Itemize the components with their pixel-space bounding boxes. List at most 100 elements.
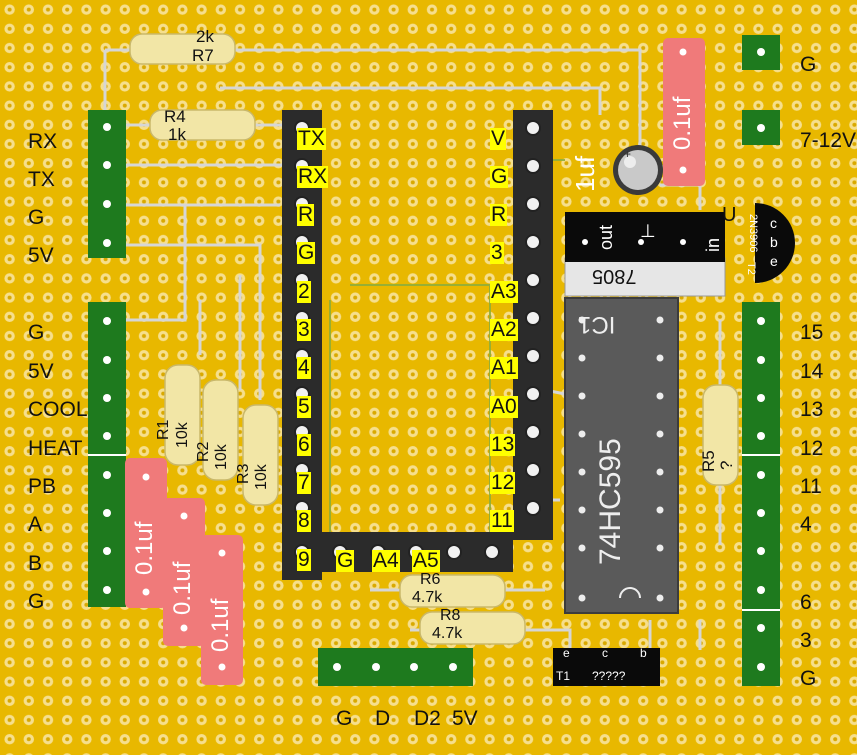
r7-name: R7	[192, 46, 214, 65]
arduino-pin-v: V	[490, 127, 507, 150]
arduino-pin-a5: A5	[412, 549, 440, 572]
resistor-r1	[164, 364, 201, 466]
arduino-pin-tx: TX	[297, 127, 326, 150]
right-label-g: G	[800, 53, 817, 76]
bottom-label-5v: 5V	[452, 707, 478, 730]
bottom-label-g: G	[336, 707, 353, 730]
regulator-gnd: ⊥	[640, 221, 656, 241]
header-bottom	[318, 648, 473, 686]
r1-name: R1	[155, 419, 172, 440]
resistor-r4	[149, 109, 256, 141]
regulator-in: in	[703, 237, 723, 252]
left-label-g3: G	[28, 590, 45, 613]
arduino-pin-3: 3	[297, 318, 311, 341]
arduino-pin-2: 2	[297, 280, 311, 303]
r4-name: R4	[164, 107, 186, 126]
header-left-top	[88, 110, 126, 258]
arduino-pin-g-right: G	[490, 165, 509, 188]
arduino-pin-8: 8	[297, 509, 311, 532]
capacitor-c-label: 0.1uf	[207, 598, 234, 652]
left-label-tx: TX	[28, 168, 55, 191]
left-label-a: A	[28, 513, 43, 536]
left-label-b: B	[28, 552, 43, 575]
left-label-5v2: 5V	[28, 360, 54, 383]
r7-value: 2k	[196, 27, 214, 46]
resistor-r7	[129, 33, 236, 65]
arduino-pin-a3: A3	[490, 280, 518, 303]
t1-ref: T1	[556, 669, 571, 683]
left-label-pb: PB	[28, 475, 57, 498]
arduino-pin-a1: A1	[490, 356, 518, 379]
capacitor-top	[663, 38, 705, 186]
t2-pin-e: e	[770, 253, 778, 269]
r8-name: R8	[440, 607, 461, 624]
r8-value: 4.7k	[432, 625, 463, 642]
resistor-r8	[419, 611, 526, 645]
ic1-part: 74HC595	[594, 438, 627, 565]
right-label-3: 3	[800, 629, 812, 652]
right-label-11: 11	[800, 475, 822, 498]
r5-value: ?	[717, 460, 736, 470]
right-label-6: 6	[800, 591, 812, 614]
header-left-bottom	[88, 302, 126, 607]
r2-value: 10k	[213, 444, 230, 470]
resistor-r3	[242, 404, 279, 506]
r4-value: 1k	[168, 125, 186, 144]
arduino-pin-7: 7	[297, 471, 311, 494]
t1-pin-c: c	[602, 646, 608, 660]
right-label-vin: 7-12V	[800, 129, 857, 152]
capacitor-a	[125, 458, 167, 608]
capacitor-top-label: 0.1uf	[669, 96, 696, 150]
arduino-pin-3-right: 3	[490, 241, 504, 264]
r1-value: 10k	[174, 422, 191, 448]
right-label-12: 12	[800, 437, 824, 460]
electrolytic-capacitor: +	[613, 145, 663, 195]
bottom-label-d: D	[375, 707, 391, 730]
resistor-r6	[399, 574, 506, 608]
arduino-pin-a4: A4	[372, 549, 400, 572]
header-right-bottom	[742, 302, 780, 686]
voltage-regulator	[564, 212, 726, 297]
regulator-part: 7805	[592, 265, 637, 287]
r5-name: R5	[699, 450, 718, 472]
r3-value: 10k	[253, 464, 270, 490]
arduino-pin-11: 11	[490, 509, 514, 532]
transistor-bottom	[553, 648, 660, 686]
left-label-heat: HEAT	[28, 437, 83, 460]
capacitor-c	[201, 535, 243, 685]
arduino-pin-g-bottom: G	[336, 549, 355, 572]
capacitor-a-label: 0.1uf	[131, 521, 158, 575]
arduino-pin-4: 4	[297, 356, 311, 379]
arduino-pin-9: 9	[297, 548, 311, 571]
arduino-pin-13: 13	[490, 433, 516, 456]
arduino-pin-6: 6	[297, 433, 311, 456]
t2-pin-b: b	[770, 234, 778, 250]
svg-text:+: +	[624, 147, 631, 161]
right-label-4: 4	[800, 513, 812, 536]
regulator-out: out	[596, 224, 616, 250]
r6-name: R6	[420, 571, 441, 588]
r2-name: R2	[195, 441, 212, 462]
right-label-15: 15	[800, 321, 824, 344]
arduino-pin-g: G	[297, 241, 316, 264]
header-right-top	[742, 35, 780, 145]
arduino-pin-rx: RX	[297, 165, 329, 188]
arduino-pin-a2: A2	[490, 318, 518, 341]
r6-value: 4.7k	[412, 589, 443, 606]
capacitor-b	[163, 498, 205, 646]
regulator-ref: U	[722, 204, 737, 226]
arduino-pin-r: R	[297, 203, 315, 226]
left-label-rx: RX	[28, 130, 58, 153]
transistor-top	[755, 203, 795, 283]
capacitor-b-label: 0.1uf	[169, 561, 196, 615]
right-label-14: 14	[800, 360, 824, 383]
bottom-label-d2: D2	[414, 707, 441, 730]
arduino-pin-a0: A0	[490, 395, 518, 418]
t1-pin-b: b	[640, 646, 647, 660]
left-label-g: G	[28, 206, 45, 229]
t1-part: ?????	[592, 669, 626, 683]
left-label-cool: COOL	[28, 398, 88, 421]
t2-pin-c: c	[770, 215, 777, 231]
right-label-13: 13	[800, 398, 824, 421]
